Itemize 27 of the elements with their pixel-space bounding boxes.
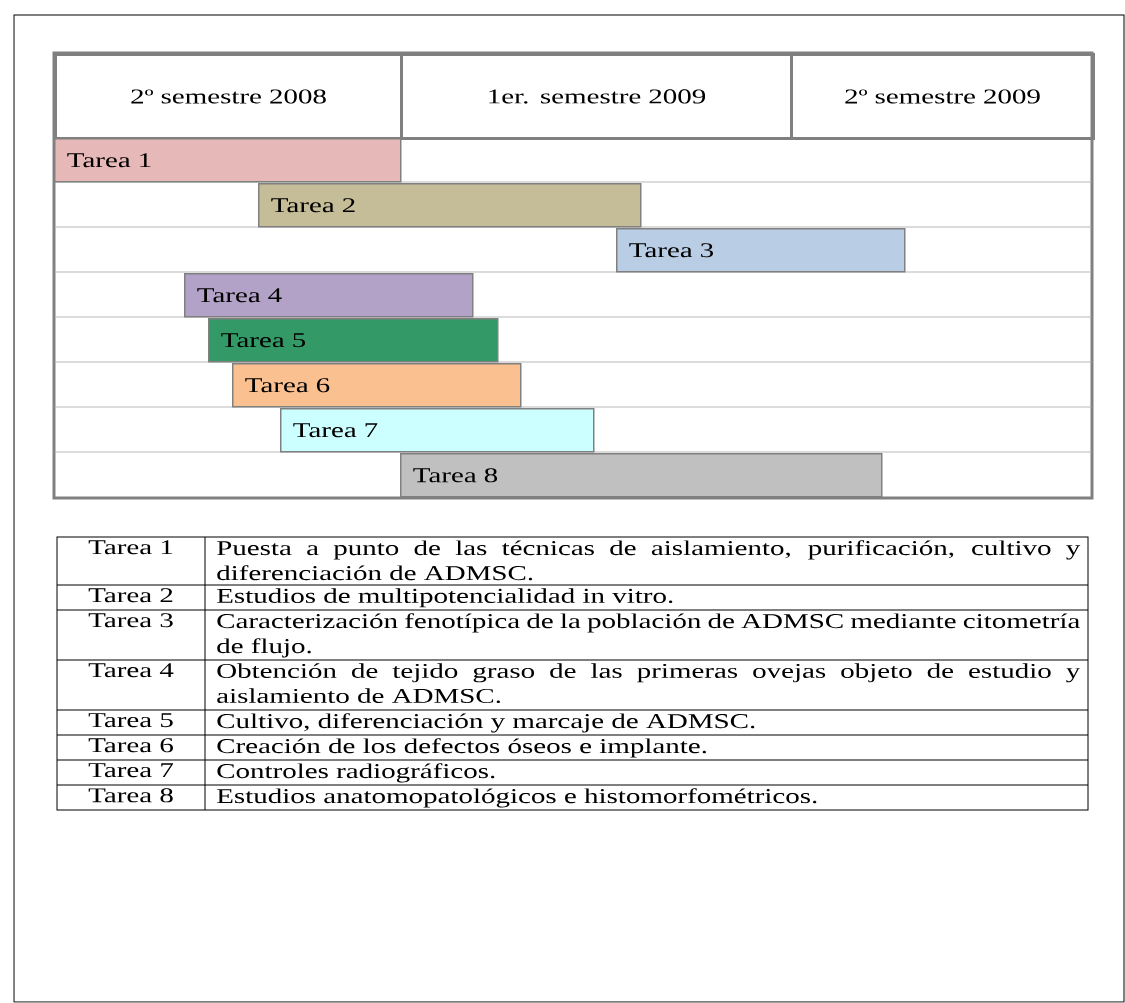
header-cell: 1er. semestre 2009 [400, 53, 793, 140]
task-bar: Tarea 8 [400, 453, 883, 498]
task-bar: Tarea 7 [280, 408, 595, 453]
table-cell: Tarea 8 [88, 788, 173, 803]
table-cell: Tarea 5 [88, 713, 173, 728]
header-cell: 2º semestre 2009 [790, 53, 1095, 140]
table-cell: Puesta a punto de las técnicas de aislamiento, purificación, cultivo y diferenciación de ADMSC. [217, 540, 1081, 581]
table-cell: Obtención de tejido graso de las primeras ovejas objeto de estudio y aislamiento de ADMSC. [217, 663, 1081, 704]
table-cell: Estudios de multipotencialidad in vitro. [217, 588, 673, 608]
task-bar: Tarea 6 [232, 363, 522, 408]
table-cell: Tarea 2 [88, 588, 173, 603]
table-cell: Cultivo, diferenciación y marcaje de ADMSC. [217, 713, 755, 733]
table-cell: Creación de los defectos óseos e implante. [217, 738, 706, 758]
table-cell: Controles radiográficos. [217, 763, 495, 783]
table-cell: Tarea 1 [88, 540, 173, 555]
header-cell: 2º semestre 2008 [54, 53, 403, 140]
task-bar: Tarea 1 [54, 138, 402, 183]
task-bar: Tarea 4 [184, 273, 474, 318]
table-cell: Caracterización fenotípica de la población de ADMSC mediante citometría de flujo. [217, 613, 1080, 658]
table-cell: Tarea 7 [88, 763, 173, 778]
task-bar: Tarea 2 [258, 183, 642, 228]
task-bar: Tarea 5 [208, 318, 499, 363]
table-cell: Tarea 4 [88, 663, 174, 678]
task-bar: Tarea 3 [616, 228, 906, 273]
table-cell: Tarea 3 [88, 613, 173, 628]
table-cell: Tarea 6 [88, 738, 173, 753]
table-cell: Estudios anatomopatológicos e histomorfométricos. [217, 788, 817, 808]
